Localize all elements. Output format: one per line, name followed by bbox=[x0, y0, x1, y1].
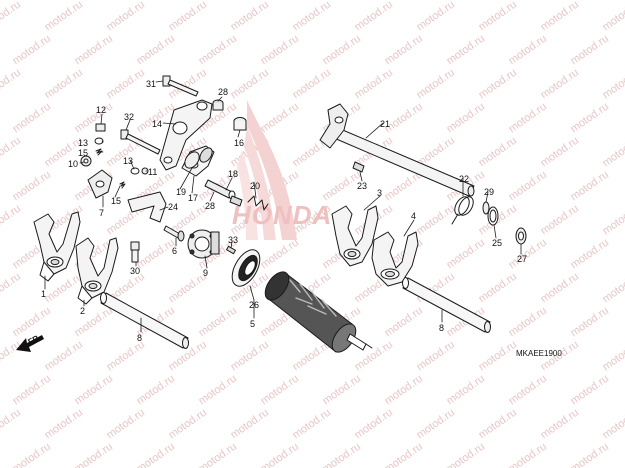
callout-20: 20 bbox=[250, 181, 261, 191]
collar-28b bbox=[229, 195, 243, 207]
callout-31: 31 bbox=[146, 79, 157, 89]
stopper-plate bbox=[159, 99, 213, 171]
callout-10: 10 bbox=[68, 159, 79, 169]
callout-17: 17 bbox=[188, 193, 199, 203]
fork-shaft-right bbox=[402, 277, 491, 333]
shift-fork-1 bbox=[33, 211, 81, 282]
callout-18: 18 bbox=[228, 169, 239, 179]
o-ring-13 bbox=[94, 137, 104, 145]
drum-center bbox=[187, 229, 220, 259]
fork-shaft-left bbox=[100, 292, 189, 349]
shift-fork-3 bbox=[331, 205, 379, 267]
callout-5: 5 bbox=[250, 319, 256, 329]
bolt-32 bbox=[120, 129, 161, 155]
callout-28-bottom: 28 bbox=[205, 201, 216, 211]
washer-10 bbox=[80, 155, 92, 167]
callout-21: 21 bbox=[380, 119, 391, 129]
o-ring-13b bbox=[130, 167, 140, 175]
shift-drum bbox=[264, 271, 373, 353]
callout-3: 3 bbox=[377, 188, 383, 198]
callout-8-right: 8 bbox=[439, 323, 445, 333]
callout-14: 14 bbox=[152, 119, 163, 129]
bolt-31 bbox=[162, 75, 199, 97]
callout-2: 2 bbox=[80, 306, 86, 316]
callout-19: 19 bbox=[176, 187, 187, 197]
bracket bbox=[127, 191, 167, 223]
callout-15-left: 15 bbox=[78, 148, 89, 158]
callout-22: 22 bbox=[459, 174, 470, 184]
link-plate-17 bbox=[184, 147, 213, 169]
bolt-6 bbox=[163, 225, 185, 242]
shift-fork-2 bbox=[75, 237, 119, 305]
shift-fork-4 bbox=[371, 231, 419, 287]
callout-4: 4 bbox=[411, 211, 417, 221]
collar-16 bbox=[233, 117, 247, 131]
return-spring-22 bbox=[451, 196, 474, 225]
stud-23 bbox=[352, 161, 365, 173]
bearing bbox=[231, 249, 261, 287]
callout-32: 32 bbox=[124, 112, 135, 122]
arrow-icon bbox=[16, 335, 44, 352]
collar-12 bbox=[95, 123, 106, 132]
spring-20 bbox=[247, 195, 269, 211]
pin-18 bbox=[204, 179, 236, 200]
callout-28-top: 28 bbox=[218, 87, 229, 97]
gearshift-spindle bbox=[319, 103, 475, 197]
callout-13-left: 13 bbox=[78, 138, 89, 148]
collar-28-top bbox=[212, 99, 224, 111]
diagram-code: MKAEE1900 bbox=[516, 349, 562, 358]
callout-9: 9 bbox=[203, 268, 209, 278]
callout-24: 24 bbox=[168, 202, 179, 212]
callout-7: 7 bbox=[99, 208, 105, 218]
callout-8-left: 8 bbox=[137, 333, 143, 343]
leader-lines bbox=[44, 80, 522, 333]
callout-27: 27 bbox=[517, 254, 528, 264]
callout-13-right: 13 bbox=[123, 156, 134, 166]
callout-1: 1 bbox=[41, 289, 47, 299]
callout-6: 6 bbox=[172, 246, 178, 256]
dowel-pin bbox=[226, 245, 236, 255]
callout-12: 12 bbox=[96, 105, 107, 115]
wing-logo bbox=[237, 100, 297, 240]
washer-11 bbox=[141, 167, 149, 175]
spring-15b bbox=[119, 181, 126, 189]
callout-15-right: 15 bbox=[111, 196, 122, 206]
callout-33: 33 bbox=[228, 235, 239, 245]
callout-11: 11 bbox=[148, 167, 158, 177]
seal-27 bbox=[515, 227, 527, 245]
callout-25: 25 bbox=[492, 238, 503, 248]
seal-25 bbox=[487, 206, 499, 226]
brand-text: HONDA bbox=[232, 200, 333, 230]
callout-26: 26 bbox=[249, 300, 260, 310]
callout-30: 30 bbox=[130, 266, 141, 276]
callout-16: 16 bbox=[234, 138, 245, 148]
stopper-arm bbox=[87, 169, 113, 199]
bolt-30 bbox=[130, 241, 140, 263]
callout-29: 29 bbox=[484, 187, 495, 197]
callout-23: 23 bbox=[357, 181, 368, 191]
